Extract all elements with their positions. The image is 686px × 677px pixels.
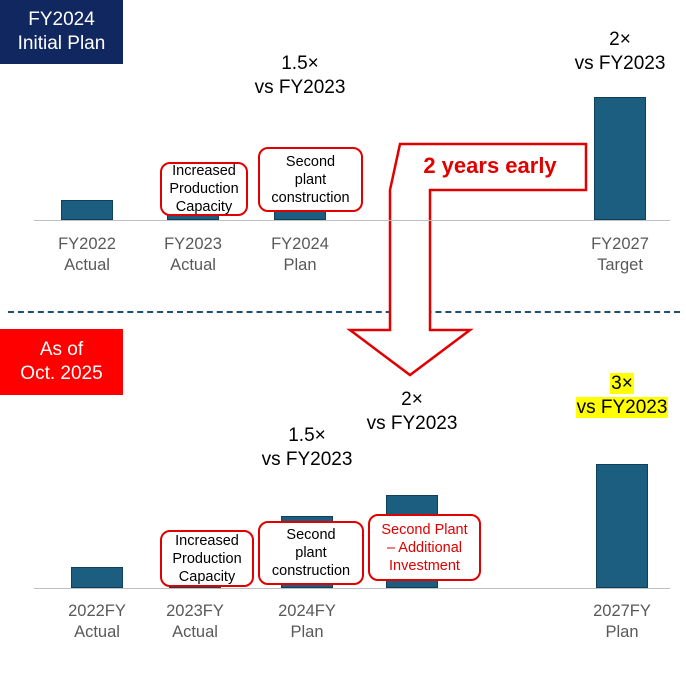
callout-box: Second plant construction (258, 521, 364, 585)
x-tick-label-line: Actual (172, 623, 218, 641)
x-tick-label: 2022FY Actual (42, 601, 152, 643)
growth-annotation-text: vs FY2023 (254, 77, 346, 98)
callout-line: Capacity (175, 199, 233, 215)
x-tick-label-line: FY2023 (164, 235, 222, 253)
callout-line: Increased (175, 532, 239, 549)
two-years-early-label: 2 years early (423, 153, 557, 178)
growth-annotation-text: vs FY2023 (575, 397, 669, 418)
current-status-tag: As of Oct. 2025 (0, 329, 123, 395)
chart-baseline (34, 220, 670, 221)
x-tick-label-line: Actual (64, 256, 110, 274)
growth-annotation-line: vs FY2023 (557, 396, 686, 420)
callout-line: plant (294, 171, 327, 188)
x-tick-label: 2027FY Plan (567, 601, 677, 643)
growth-annotation-text: vs FY2023 (261, 449, 353, 470)
callout-line: Second (286, 527, 336, 543)
x-tick-label-line: Plan (605, 623, 639, 641)
x-tick-label-line: 2023FY (166, 602, 224, 620)
arrow-outline (346, 142, 588, 377)
growth-annotation-line: 2× (347, 388, 477, 412)
callout-line: construction (271, 189, 350, 206)
tag-line: Oct. 2025 (20, 363, 103, 384)
callout-line: – Additional (387, 539, 462, 556)
tag-line: As of (39, 339, 84, 360)
panel-divider (8, 311, 680, 313)
x-tick-label-line: 2024FY (278, 602, 336, 620)
x-tick-label: 2024FY Plan (252, 601, 362, 643)
growth-annotation-line: 3× (557, 372, 686, 396)
growth-annotation: 2× vs FY2023 (347, 388, 477, 436)
growth-annotation-line: 2× (555, 28, 685, 52)
x-tick-label-line: FY2027 (591, 235, 649, 253)
callout-line: Production (169, 181, 239, 197)
x-tick-label-line: Plan (290, 623, 324, 641)
growth-annotation-text: 1.5× (281, 53, 319, 74)
tag-line: FY2024 (28, 9, 95, 30)
callout-line: plant (295, 545, 327, 561)
bar (596, 464, 648, 588)
growth-annotation: 3× vs FY2023 (557, 372, 686, 420)
growth-annotation-text: vs FY2023 (574, 53, 666, 74)
x-tick-label-line: Actual (74, 623, 120, 641)
callout-line: Second (285, 153, 336, 170)
x-tick-label-line: 2022FY (68, 602, 126, 620)
bar (61, 199, 113, 220)
growth-annotation-line: vs FY2023 (347, 412, 477, 436)
growth-annotation: 1.5× vs FY2023 (235, 52, 365, 100)
x-tick-label-line: FY2024 (271, 235, 329, 253)
callout-line: construction (271, 563, 351, 579)
bar (71, 567, 123, 588)
chart-baseline (34, 588, 670, 589)
callout-line: Second Plant (381, 521, 468, 538)
callout-line: Capacity (178, 568, 236, 585)
growth-annotation-text: 2× (609, 29, 631, 50)
callout-line: Increased (172, 163, 236, 179)
growth-annotation-text: 1.5× (288, 425, 326, 446)
growth-annotation-line: 1.5× (242, 424, 372, 448)
growth-annotation-text: 2× (401, 389, 423, 410)
growth-annotation-text: 3× (610, 373, 634, 394)
x-tick-label-line: FY2022 (58, 235, 116, 253)
tag-line: Initial Plan (17, 33, 106, 54)
growth-annotation-line: vs FY2023 (235, 76, 365, 100)
growth-annotation: 2× vs FY2023 (555, 28, 685, 76)
bar (594, 97, 646, 220)
growth-annotation-line: vs FY2023 (555, 52, 685, 76)
x-tick-label-line: Actual (170, 256, 216, 274)
x-tick-label-line: 2027FY (593, 602, 651, 620)
x-tick-label-line: Plan (283, 256, 317, 274)
x-tick-label-line: Target (597, 256, 643, 274)
growth-annotation-line: vs FY2023 (242, 448, 372, 472)
x-tick-label: 2023FY Actual (140, 601, 250, 643)
callout-line: Investment (389, 557, 460, 574)
growth-annotation: 1.5× vs FY2023 (242, 424, 372, 472)
initial-plan-tag: FY2024 Initial Plan (0, 0, 123, 64)
growth-annotation-text: vs FY2023 (366, 413, 458, 434)
callout-line: Production (172, 550, 242, 567)
growth-annotation-line: 1.5× (235, 52, 365, 76)
